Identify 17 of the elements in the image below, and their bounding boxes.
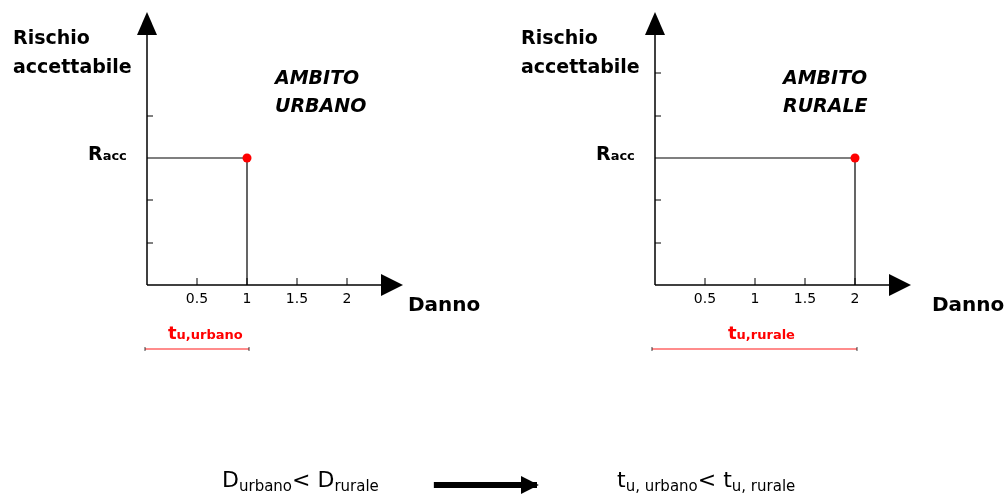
axis-title: Danno xyxy=(408,292,481,316)
arrow xyxy=(433,476,539,494)
axis-title: Danno xyxy=(932,292,1005,316)
formula: t$_{u, urbano}$< t$_{u, rurale}$ xyxy=(617,467,796,492)
tick-label: 1.5 xyxy=(285,290,309,306)
axis-title: Rischio accettabile xyxy=(521,25,641,79)
tick-label: 2 xyxy=(342,290,352,306)
formula: D$_{urbano}$< D$_{rurale}$ xyxy=(222,467,379,492)
tick-label: 0.5 xyxy=(185,290,209,306)
tick-label: 1 xyxy=(242,290,252,306)
tick-label: 1 xyxy=(750,290,760,306)
panel-title: AMBITO URBANO xyxy=(275,65,368,118)
tick-label: 1.5 xyxy=(793,290,817,306)
axis-title: Rischio accettabile xyxy=(13,25,133,79)
tick-label: 2 xyxy=(850,290,860,306)
panel-title: AMBITO RURALE xyxy=(783,65,869,118)
tick-label: 0.5 xyxy=(693,290,717,306)
